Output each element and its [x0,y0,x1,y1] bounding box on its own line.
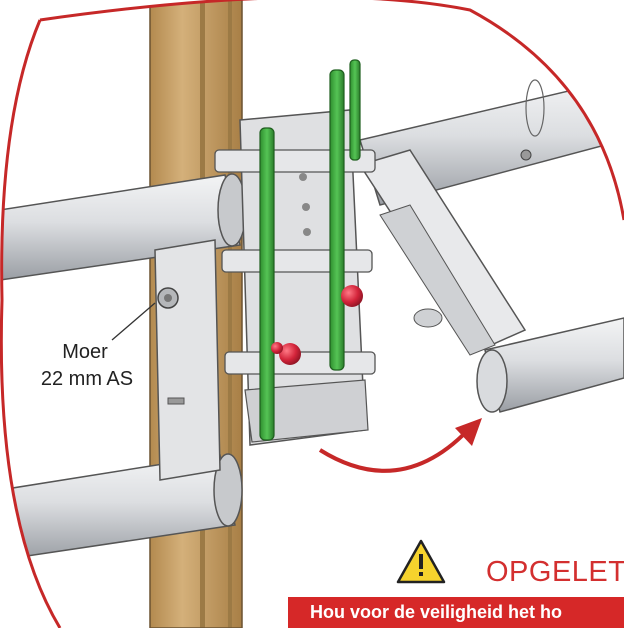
swing-arm [358,149,527,356]
warning-title: OPGELET [486,556,624,588]
green-clamp-rods [259,59,361,441]
callout-leader [111,302,156,341]
left-bracket [154,239,221,481]
tube-lower-left [1,453,243,561]
warning-banner: Hou voor de veiligheid het ho [288,597,624,628]
warning-text: Hou voor de veiligheid het ho [310,602,563,622]
callout-label-size: 22 mm AS [40,368,134,390]
warning-triangle-icon [396,539,446,584]
rotation-arrow [318,418,482,473]
callout-label-nut: Moer [62,341,108,363]
red-knobs [271,285,363,365]
tube-lower-right [476,317,624,413]
